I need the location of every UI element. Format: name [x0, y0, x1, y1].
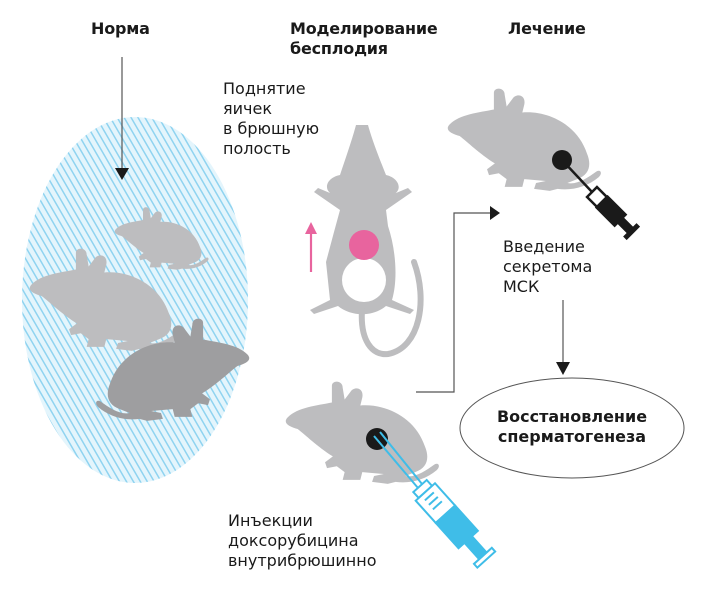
mouse-icon	[285, 381, 439, 484]
label-secretome-line3: МСК	[503, 277, 540, 296]
header-modeling-line1: Моделирование	[290, 19, 438, 38]
arrow-down-icon	[556, 362, 570, 375]
label-testes-line4: полость	[223, 139, 291, 158]
outcome-ellipse	[459, 377, 685, 479]
label-secretome-line1: Введение	[503, 237, 585, 256]
arrow-right-icon	[490, 206, 500, 220]
label-testes-line3: в брюшную	[223, 119, 320, 138]
arrow-down-icon	[115, 168, 129, 180]
header-modeling-line2: бесплодия	[290, 39, 388, 58]
testes-pink-dot	[349, 230, 379, 260]
outcome-line2: сперматогенеза	[497, 427, 647, 446]
label-doxo-line3: внутрибрюшинно	[228, 551, 377, 570]
scrotum-empty	[342, 258, 386, 302]
label-doxo-line1: Инъекции	[228, 511, 313, 530]
label-testes-line2: яичек	[223, 99, 272, 118]
syringe-black-icon	[561, 159, 641, 241]
outcome-line1: Восстановление	[496, 407, 648, 426]
label-secretome-line2: секретома	[503, 257, 593, 276]
arrow-up-pink-icon	[305, 222, 317, 234]
label-doxo-line2: доксорубицина	[228, 531, 359, 550]
mouse-topview-icon	[310, 125, 424, 358]
header-treatment: Лечение	[508, 19, 586, 38]
syringe-blue-icon	[373, 431, 497, 570]
label-testes-line1: Поднятие	[223, 79, 306, 98]
header-norm: Норма	[91, 19, 150, 38]
